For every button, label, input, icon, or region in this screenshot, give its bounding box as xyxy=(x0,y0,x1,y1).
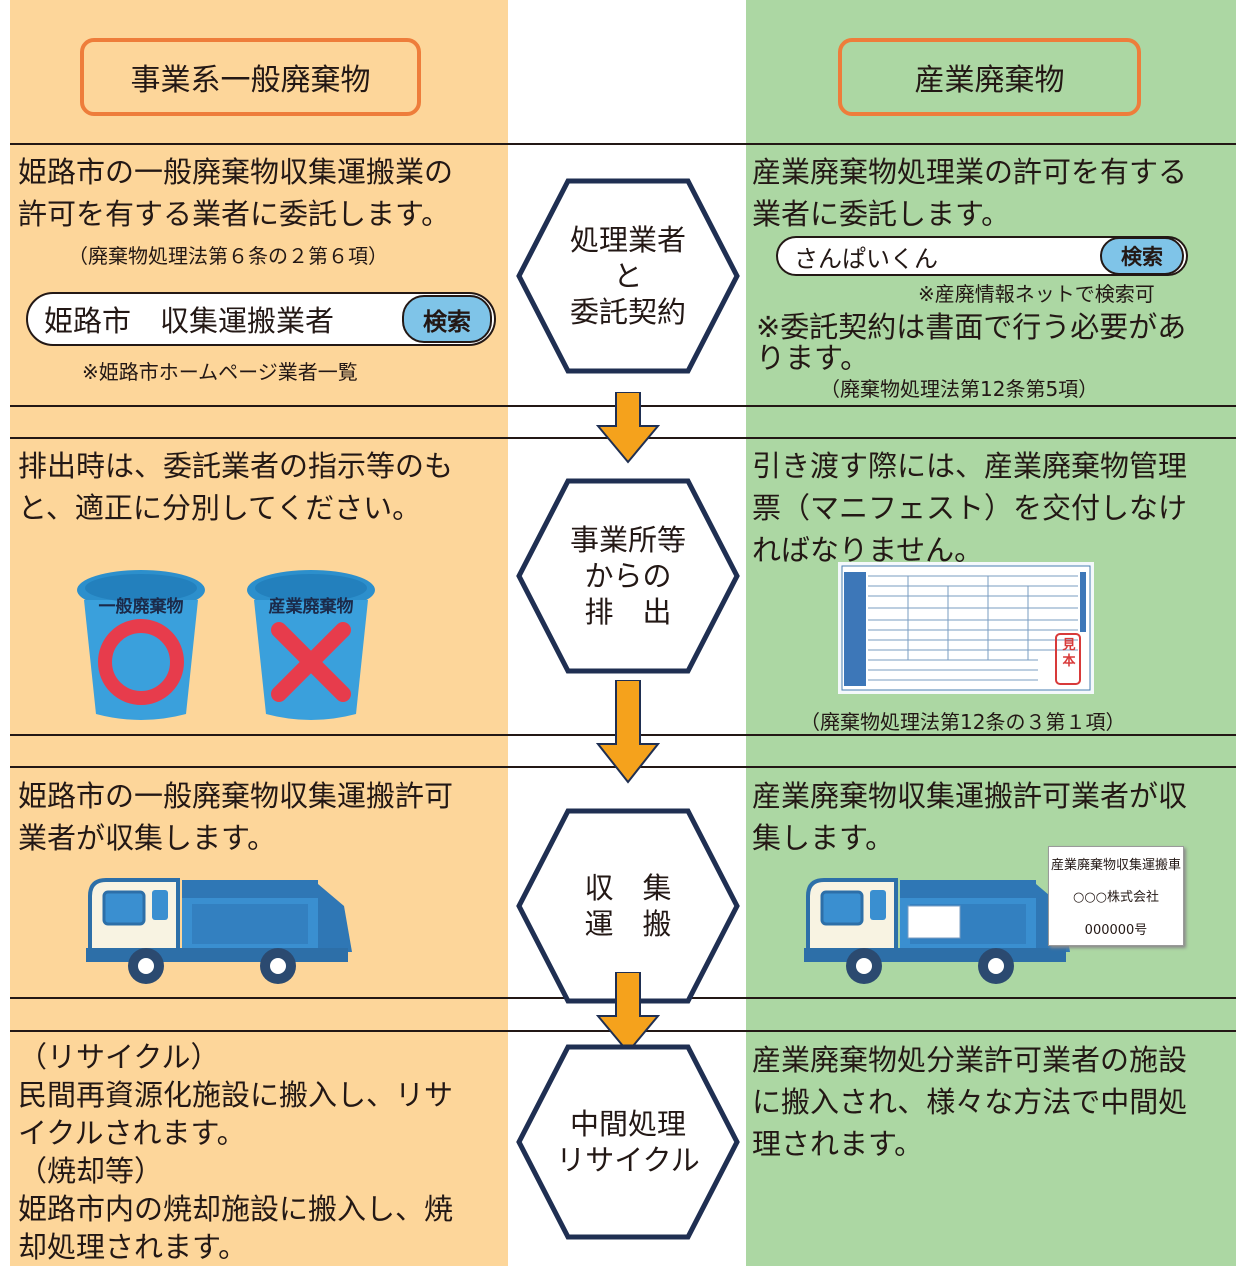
manifest-sample-stamp: 見本 xyxy=(1062,638,1076,669)
industrial-waste-bin-icon xyxy=(247,570,375,720)
sign-line3: 000000号 xyxy=(1084,923,1148,939)
step2-right-law: （廃棄物処理法第12条の３第１項） xyxy=(800,710,1126,734)
step3-left-line2: 業者が収集します。 xyxy=(18,821,277,855)
step3-hex-line2: 運 搬 xyxy=(584,907,672,941)
step4-hex-line2: リサイクル xyxy=(556,1143,700,1177)
step2-right-line2: 票（マニフェスト）を交付しなけ xyxy=(752,491,1188,525)
step4-left-line5: 姫路市内の焼却施設に搬入し、焼 xyxy=(18,1192,454,1226)
step2-hexagon xyxy=(516,478,740,674)
himeji-search-query: 姫路市 収集運搬業者 xyxy=(44,304,335,338)
step1-hex-line3: 委託契約 xyxy=(569,295,686,329)
step1-right-line1: 産業廃棄物処理業の許可を有する xyxy=(752,155,1188,189)
step1-hex-line2: と xyxy=(613,259,643,293)
manifest-form-icon xyxy=(838,562,1094,694)
step4-left-line4: （焼却等） xyxy=(18,1154,164,1188)
step3-hex-label: 収 集 運 搬 xyxy=(516,808,740,1004)
truck-icon xyxy=(86,878,352,984)
step2-right-line3: ればなりません。 xyxy=(752,533,984,567)
sanpaikun-search-button[interactable]: 検索 xyxy=(1100,237,1184,275)
step3-hex-line1: 収 集 xyxy=(584,871,672,905)
step2-hex-label: 事業所等 からの 排 出 xyxy=(516,478,740,674)
step1-hexagon xyxy=(516,178,740,374)
step2-left-line1: 排出時は、委託業者の指示等のも xyxy=(18,449,454,483)
step1-hex-line1: 処理業者 xyxy=(569,223,686,257)
step1-right-note-line2: ります。 xyxy=(756,341,870,375)
general-waste-bin-label: 一般廃棄物 xyxy=(98,597,184,617)
transport-vehicle-sign: 産業廃棄物収集運搬車 ○○○株式会社 000000号 xyxy=(1048,846,1184,946)
step2-hex-line3: 排 出 xyxy=(584,595,672,629)
industrial-waste-header-label: 産業廃棄物 xyxy=(914,63,1065,98)
sanpaikun-search-box[interactable]: さんぱいくん 検索 xyxy=(776,236,1188,276)
industrial-truck-icon xyxy=(804,878,1070,984)
step4-left-line2: 民間再資源化施設に搬入し、リサ xyxy=(18,1078,454,1112)
general-waste-header: 事業系一般廃棄物 xyxy=(80,38,421,116)
himeji-search-note: ※姫路市ホームページ業者一覧 xyxy=(82,360,358,384)
himeji-search-box[interactable]: 姫路市 収集運搬業者 検索 xyxy=(26,292,496,346)
step4-left-line6: 却処理されます。 xyxy=(18,1230,248,1264)
sanpaikun-search-query: さんぱいくん xyxy=(794,244,938,273)
step1-hex-label: 処理業者 と 委託契約 xyxy=(516,178,740,374)
step4-right-line2: に搬入され、様々な方法で中間処 xyxy=(752,1085,1188,1119)
step4-right-line3: 理されます。 xyxy=(752,1127,924,1161)
step3-hexagon xyxy=(516,808,740,1004)
step4-hex-label: 中間処理 リサイクル xyxy=(516,1044,740,1240)
step2-hex-line2: からの xyxy=(584,559,672,593)
step1-left-line2: 許可を有する業者に委託します。 xyxy=(18,197,451,231)
general-waste-bin-icon xyxy=(77,570,205,720)
step4-hex-line1: 中間処理 xyxy=(569,1107,686,1141)
step4-hexagon xyxy=(516,1044,740,1240)
step1-right-line2: 業者に委託します。 xyxy=(752,197,1011,231)
himeji-search-button[interactable]: 検索 xyxy=(402,295,492,343)
band-divider xyxy=(10,143,1236,145)
general-waste-header-label: 事業系一般廃棄物 xyxy=(130,63,371,98)
industrial-waste-bin-label: 産業廃棄物 xyxy=(268,597,354,617)
step1-right-note-line1: ※委託契約は書面で行う必要があ xyxy=(756,310,1187,344)
down-arrow-icon xyxy=(596,972,660,1054)
sign-line2: ○○○株式会社 xyxy=(1072,890,1160,906)
step4-left-line1: （リサイクル） xyxy=(18,1040,220,1074)
sanpaikun-search-note: ※産廃情報ネットで検索可 xyxy=(918,282,1155,306)
sign-line1: 産業廃棄物収集運搬車 xyxy=(1050,857,1181,873)
industrial-waste-header: 産業廃棄物 xyxy=(838,38,1141,116)
step1-right-law: （廃棄物処理法第12条第5項） xyxy=(820,377,1099,401)
step2-hex-line1: 事業所等 xyxy=(569,523,686,557)
step4-right-line1: 産業廃棄物処分業許可業者の施設 xyxy=(752,1043,1188,1077)
down-arrow-icon xyxy=(596,680,660,784)
step3-left-line1: 姫路市の一般廃棄物収集運搬許可 xyxy=(18,779,454,813)
step3-right-line1: 産業廃棄物収集運搬許可業者が収 xyxy=(752,779,1188,813)
step4-left-line3: イクルされます。 xyxy=(18,1116,246,1150)
step3-right-line2: 集します。 xyxy=(752,821,895,855)
step1-left-law: （廃棄物処理法第６条の２第６項） xyxy=(68,244,388,268)
step2-right-line1: 引き渡す際には、産業廃棄物管理 xyxy=(752,449,1188,483)
step1-left-line1: 姫路市の一般廃棄物収集運搬業の xyxy=(18,155,454,189)
down-arrow-icon xyxy=(596,392,660,464)
step2-left-line2: と、適正に分別してください。 xyxy=(18,491,422,525)
